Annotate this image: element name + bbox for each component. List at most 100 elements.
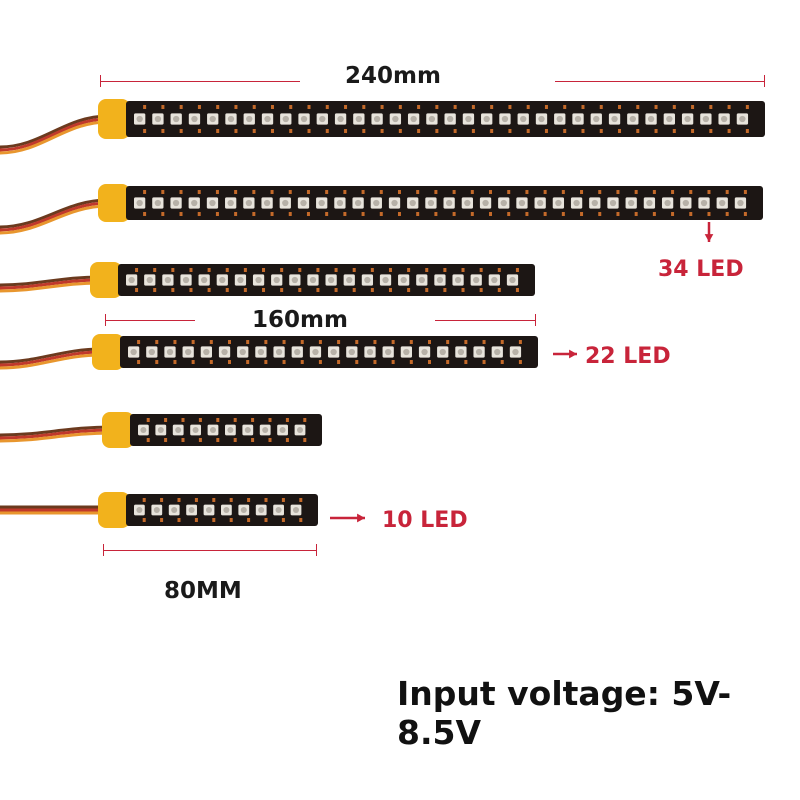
led-lens xyxy=(400,276,407,284)
solder-pad xyxy=(209,360,213,364)
led-lens xyxy=(263,199,271,207)
led-lens xyxy=(148,348,155,356)
solder-pad xyxy=(171,268,175,272)
solder-pad xyxy=(142,498,146,502)
solder-pad xyxy=(318,340,322,344)
solder-pad xyxy=(334,268,338,272)
led-count-22: 22 LED xyxy=(585,344,671,369)
solder-pad xyxy=(398,129,402,133)
solder-pad xyxy=(325,190,329,194)
led-lens xyxy=(240,506,247,514)
wire-red xyxy=(0,201,109,232)
solder-pad xyxy=(300,360,304,364)
solder-pad xyxy=(153,288,157,292)
solder-pad xyxy=(179,190,183,194)
solder-pad xyxy=(654,129,658,133)
solder-pad xyxy=(281,518,285,522)
solder-pad xyxy=(194,518,198,522)
solder-pad xyxy=(181,438,185,442)
solder-pad xyxy=(143,212,147,216)
solder-pad xyxy=(561,190,565,194)
led-lens xyxy=(153,506,160,514)
led-lens xyxy=(209,115,216,123)
dimension-tick xyxy=(316,544,317,556)
solder-pad xyxy=(246,340,250,344)
led-lens xyxy=(591,199,598,207)
led-lens xyxy=(201,276,208,284)
solder-pad xyxy=(508,129,512,133)
solder-pad xyxy=(561,212,565,216)
solder-pad xyxy=(160,518,164,522)
solder-pad xyxy=(397,212,401,216)
solder-pad xyxy=(425,288,429,292)
solder-pad xyxy=(191,340,195,344)
solder-pad xyxy=(198,418,202,422)
solder-pad xyxy=(282,340,286,344)
led-lens xyxy=(205,506,213,514)
solder-pad xyxy=(482,340,486,344)
solder-pad xyxy=(143,190,147,194)
led-lens xyxy=(646,199,653,207)
solder-pad xyxy=(636,129,640,133)
led-lens xyxy=(275,506,282,514)
solder-pad xyxy=(482,360,486,364)
led-lens xyxy=(494,348,501,356)
solder-pad xyxy=(246,360,250,364)
wire-orange xyxy=(0,204,109,235)
solder-pad xyxy=(160,498,164,502)
solder-pad xyxy=(262,268,266,272)
solder-pad xyxy=(303,438,307,442)
led-lens xyxy=(166,348,174,356)
solder-pad xyxy=(215,212,219,216)
led-lens xyxy=(609,199,617,207)
led-lens xyxy=(319,115,326,123)
solder-pad xyxy=(161,190,165,194)
solder-pad xyxy=(270,105,274,109)
solder-pad xyxy=(380,105,384,109)
solder-pad xyxy=(280,288,284,292)
solder-pad xyxy=(417,105,421,109)
solder-pad xyxy=(318,360,322,364)
led-lens xyxy=(385,348,392,356)
solder-pad xyxy=(352,268,356,272)
led-lens xyxy=(457,348,465,356)
wire-brown xyxy=(0,425,113,437)
solder-pad xyxy=(343,212,347,216)
led-lens xyxy=(318,199,325,207)
solder-pad xyxy=(471,105,475,109)
solder-pad xyxy=(525,190,529,194)
solder-pad xyxy=(197,105,201,109)
solder-pad xyxy=(391,340,395,344)
arrow-10-led-head xyxy=(357,513,365,523)
led-lens xyxy=(739,115,746,123)
led-lens xyxy=(464,199,471,207)
led-lens xyxy=(294,348,301,356)
solder-pad xyxy=(398,105,402,109)
solder-pad xyxy=(380,129,384,133)
solder-pad xyxy=(153,268,157,272)
solder-pad xyxy=(161,105,165,109)
solder-pad xyxy=(299,518,303,522)
solder-pad xyxy=(300,340,304,344)
solder-pad xyxy=(707,212,711,216)
solder-pad xyxy=(725,190,729,194)
solder-pad xyxy=(689,190,693,194)
led-lens xyxy=(354,199,362,207)
solder-pad xyxy=(388,268,392,272)
wire-brown xyxy=(0,347,103,364)
solder-pad xyxy=(179,212,183,216)
solder-pad xyxy=(461,288,465,292)
led-lens xyxy=(292,506,300,514)
solder-pad xyxy=(142,518,146,522)
led-lens xyxy=(518,199,526,207)
led-lens xyxy=(191,115,198,123)
led-lens xyxy=(244,426,251,434)
solder-pad xyxy=(243,288,247,292)
solder-pad xyxy=(225,268,229,272)
solder-pad xyxy=(379,212,383,216)
led-lens xyxy=(428,115,436,123)
arrow-22-led-head xyxy=(569,349,577,359)
solder-pad xyxy=(325,212,329,216)
led-lens xyxy=(223,506,230,514)
led-lens xyxy=(366,348,374,356)
